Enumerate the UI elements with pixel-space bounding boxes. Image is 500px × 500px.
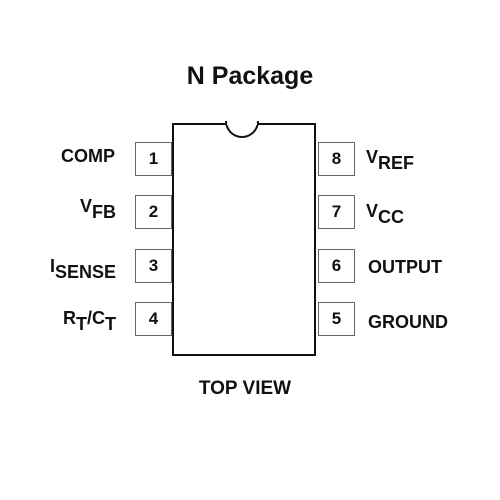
pin-4-number: 4 bbox=[148, 309, 159, 328]
pin-5-number: 5 bbox=[331, 309, 342, 328]
pin-7-label: VCC bbox=[366, 201, 405, 227]
pin-4-box: 4 bbox=[135, 302, 172, 336]
pin-2-label: VFB bbox=[79, 196, 116, 222]
ic-body bbox=[172, 123, 316, 356]
pin-7-number: 7 bbox=[331, 202, 342, 221]
pin-6-box: 6 bbox=[318, 249, 355, 283]
pin-8-number: 8 bbox=[331, 149, 342, 168]
pin-1-box: 1 bbox=[135, 142, 172, 176]
package-title: N Package bbox=[186, 62, 314, 90]
pin-3-number: 3 bbox=[148, 256, 159, 275]
pin-6-number: 6 bbox=[331, 256, 342, 275]
pin-6-label: OUTPUT bbox=[368, 257, 442, 277]
pin-5-box: 5 bbox=[318, 302, 355, 336]
pin-1-label: COMP bbox=[61, 146, 115, 166]
pin-2-number: 2 bbox=[148, 202, 159, 221]
pin-4-label: RT/CT bbox=[63, 308, 116, 334]
pin-7-box: 7 bbox=[318, 195, 355, 229]
pin-3-label: ISENSE bbox=[49, 256, 116, 282]
pin-8-box: 8 bbox=[318, 142, 355, 176]
pin-5-label: GROUND bbox=[368, 312, 448, 332]
pin-8-label: VREF bbox=[366, 147, 415, 173]
pin-2-box: 2 bbox=[135, 195, 172, 229]
top-view-caption: TOP VIEW bbox=[198, 378, 292, 399]
pin-3-box: 3 bbox=[135, 249, 172, 283]
pin-1-number: 1 bbox=[148, 149, 159, 168]
